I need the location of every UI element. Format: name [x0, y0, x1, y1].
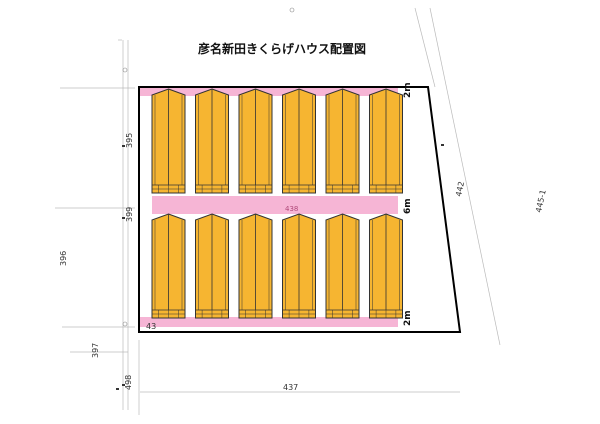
site-boundary [138, 86, 462, 333]
greenhouse [325, 213, 360, 319]
survey-tick [122, 384, 125, 386]
survey-mark [122, 67, 128, 73]
lot-395: 395 [125, 133, 134, 148]
dim-top: 2m [403, 82, 413, 98]
survey-marks [122, 7, 295, 327]
lot-43: 43 [146, 322, 156, 331]
greenhouse [369, 213, 403, 319]
greenhouse-group [151, 88, 403, 319]
greenhouse [151, 213, 186, 319]
survey-tick [441, 144, 444, 146]
survey-tick [116, 388, 119, 390]
lot-445-1: 445-1 [534, 189, 548, 214]
neighbor-line [414, 7, 436, 88]
greenhouse [369, 88, 403, 194]
lot-397: 397 [91, 343, 100, 358]
greenhouse [238, 213, 273, 319]
aisle-bottom [140, 317, 398, 327]
lot-498: 498 [124, 375, 133, 390]
lot-442: 442 [454, 181, 466, 198]
greenhouse [195, 213, 229, 319]
survey-mark [122, 321, 128, 327]
neighbor-lines [55, 7, 501, 415]
lot-399: 399 [125, 207, 134, 222]
neighbor-line [429, 7, 501, 346]
greenhouse [325, 88, 360, 194]
aisle-middle [152, 196, 398, 214]
page-title: 彦名新田きくらげハウス配置図 [198, 41, 366, 56]
greenhouse [282, 213, 316, 319]
greenhouse [151, 88, 186, 194]
aisles [140, 88, 398, 327]
greenhouse [238, 88, 273, 194]
greenhouse [282, 88, 316, 194]
survey-tick [122, 145, 125, 147]
lot-438: 438 [285, 205, 298, 213]
lot-396: 396 [59, 251, 68, 266]
greenhouse [195, 88, 229, 194]
survey-tick [122, 217, 125, 219]
survey-mark [289, 7, 295, 13]
dim-middle: 6m [403, 198, 413, 214]
aisle-top [140, 88, 398, 96]
dim-bottom: 2m [403, 310, 413, 326]
lot-437: 437 [283, 383, 298, 392]
